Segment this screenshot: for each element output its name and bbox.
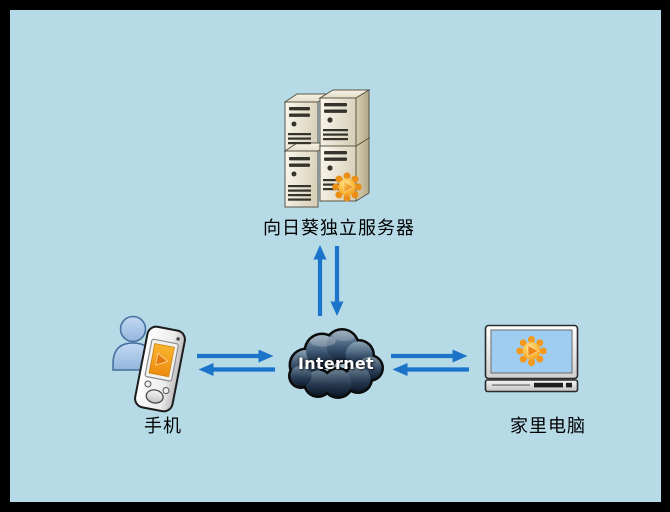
internet-node: Internet (286, 321, 386, 405)
double-arrow-horizontal-icon (391, 349, 469, 376)
phone-node (111, 314, 193, 414)
connection-server-internet (312, 244, 346, 318)
user-icon (112, 315, 154, 371)
double-arrow-vertical-icon (313, 245, 344, 316)
server-label: 向日葵独立服务器 (263, 218, 415, 239)
diagram-canvas: 向日葵独立服务器 (10, 10, 661, 502)
phone-label: 手机 (144, 416, 182, 437)
server-node (283, 86, 375, 212)
connection-internet-pc (391, 349, 469, 376)
internet-cloud-icon (288, 328, 384, 399)
sunflower-logo (516, 336, 547, 366)
connection-phone-internet (197, 349, 275, 376)
internet-label: Internet (297, 354, 375, 373)
server-stack-icon (283, 89, 371, 208)
phone-icon (134, 325, 186, 413)
desktop-monitor-icon (484, 324, 579, 393)
sunflower-logo (332, 172, 362, 202)
home-pc-node (484, 324, 579, 394)
double-arrow-horizontal-icon (197, 349, 275, 376)
mobile-phone-user-icon (112, 315, 186, 413)
home-pc-label: 家里电脑 (510, 416, 586, 437)
